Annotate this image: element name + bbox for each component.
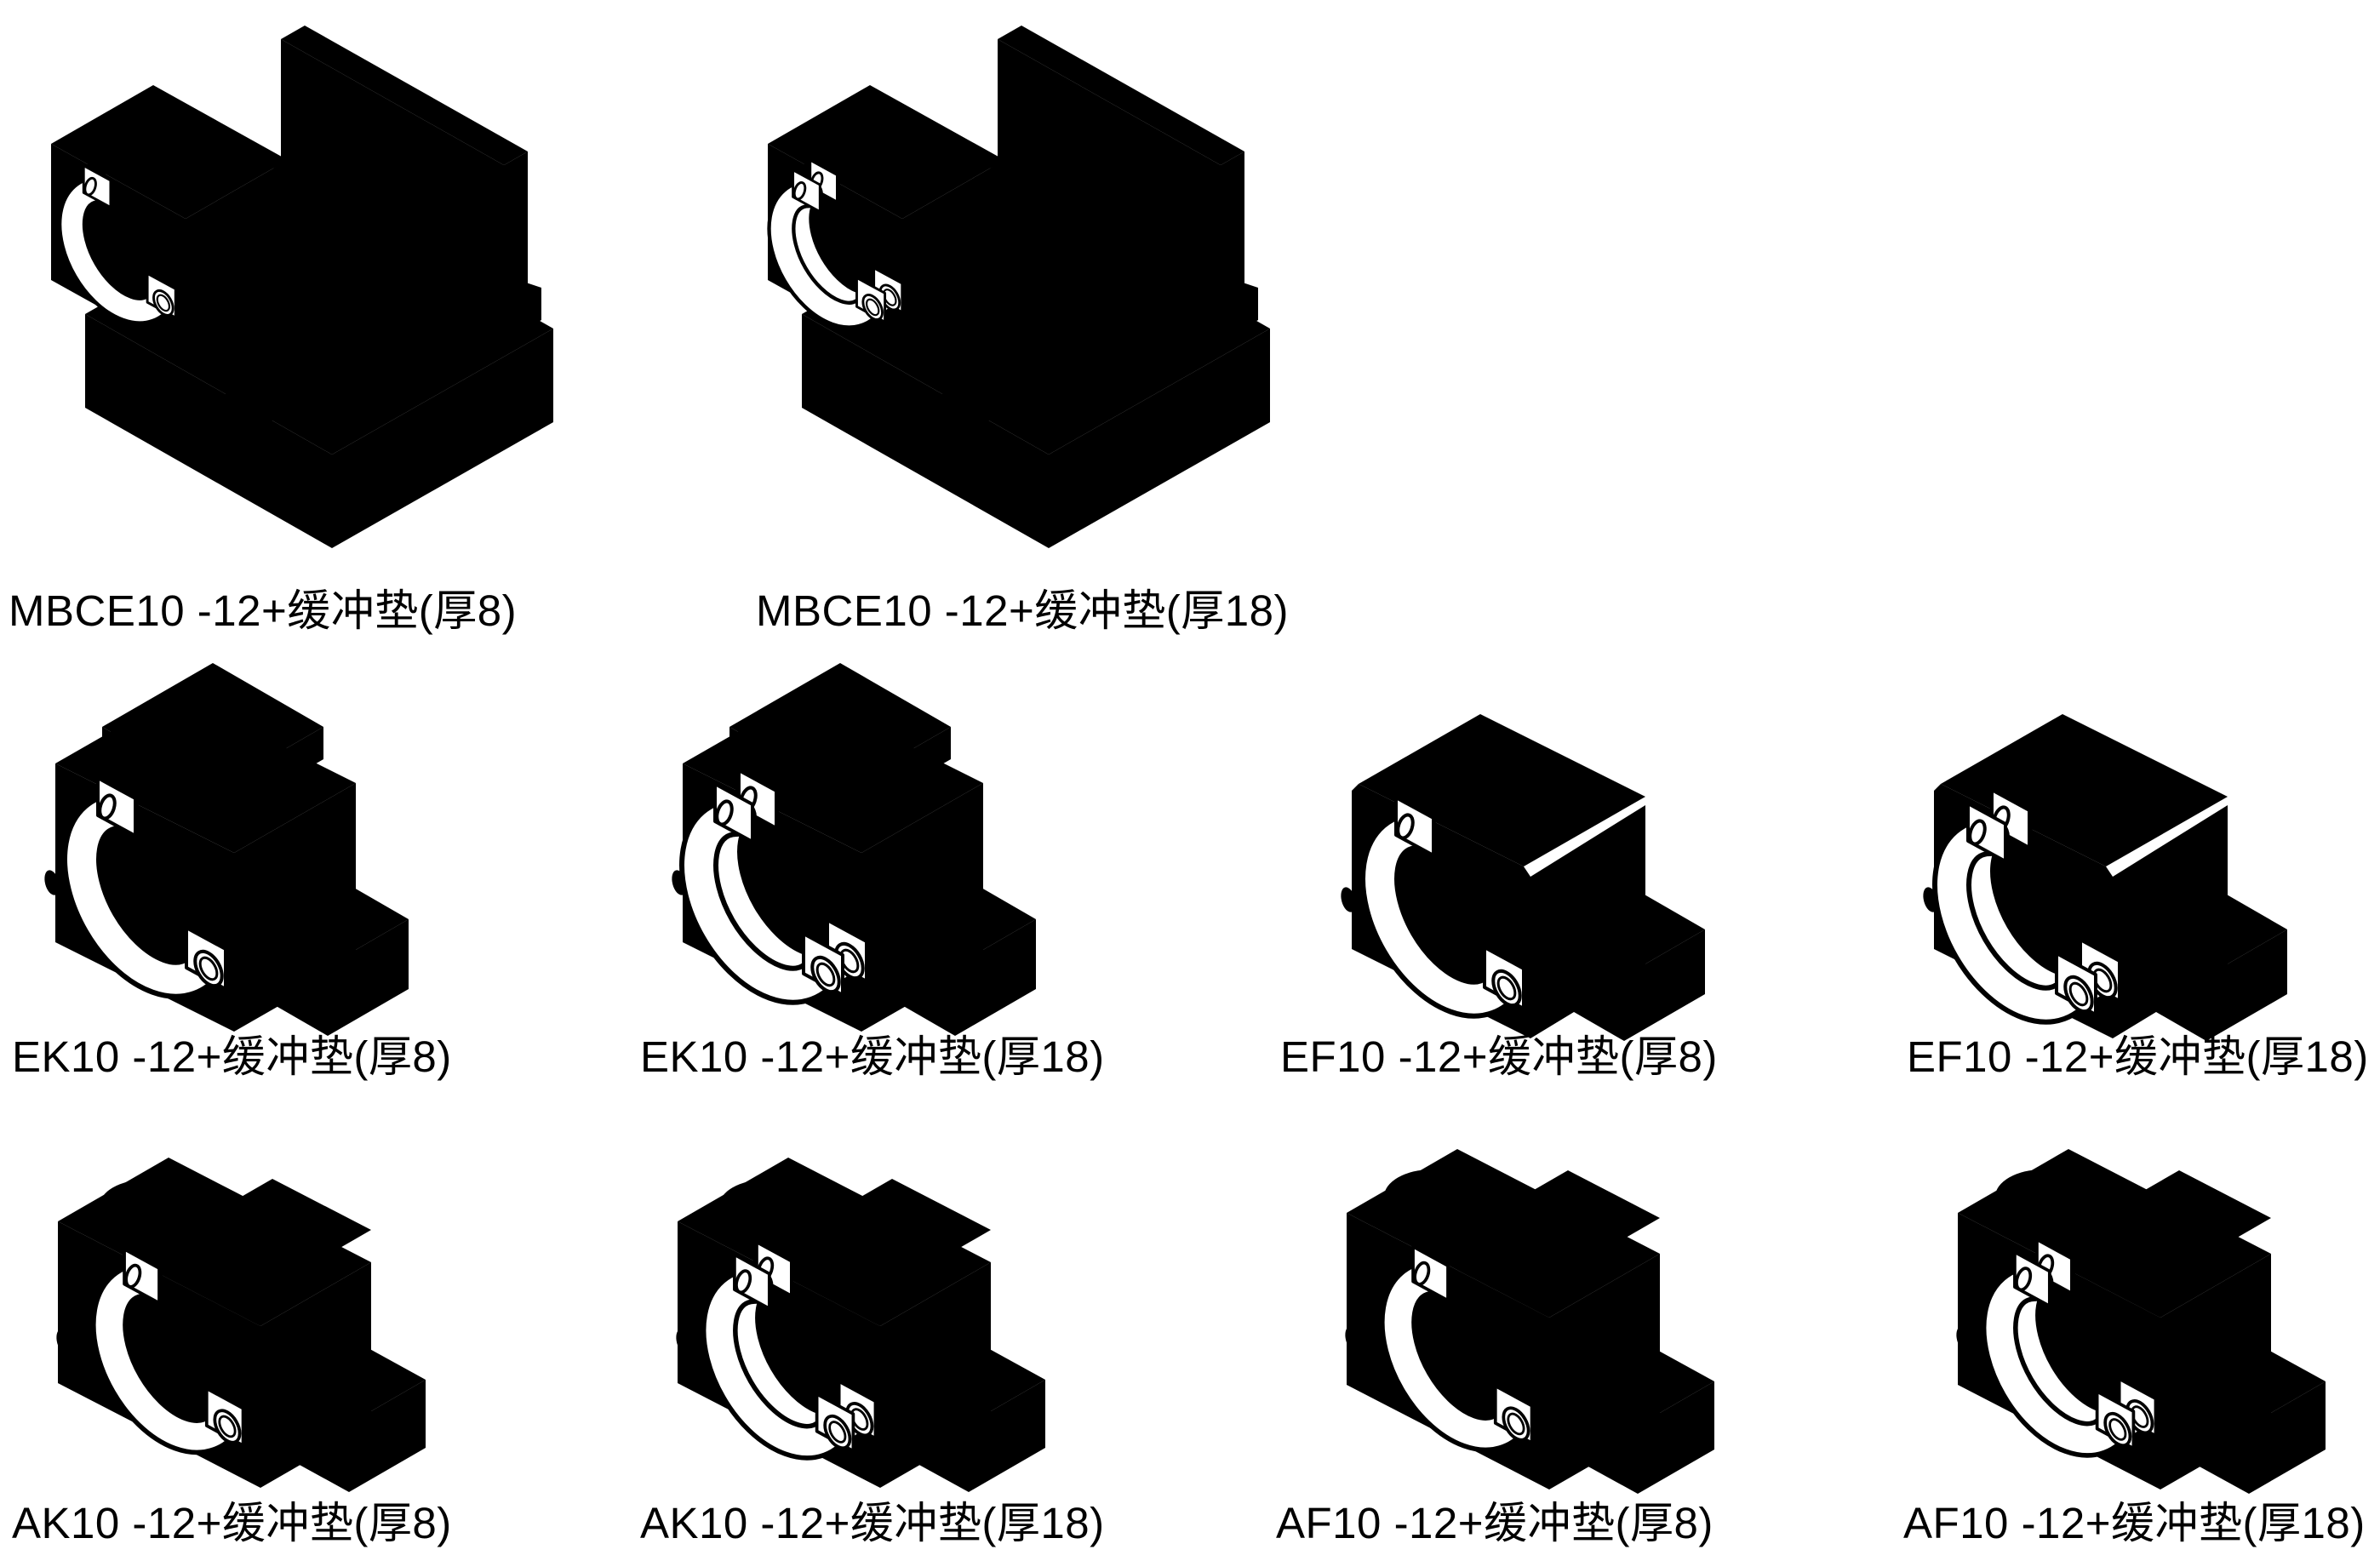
figure-caption-mbce10-pad18: MBCE10 -12+缓冲垫(厚18)	[756, 586, 1289, 635]
ak10-pad8-drawing	[54, 1158, 426, 1492]
ak10-pad18-drawing	[673, 1158, 1045, 1492]
figure-caption-ek10-pad8: EK10 -12+缓冲垫(厚8)	[12, 1032, 452, 1081]
ef10-pad8-drawing	[1338, 714, 1705, 1041]
figure-caption-mbce10-pad8: MBCE10 -12+缓冲垫(厚8)	[9, 586, 518, 635]
mbce10-pad18-drawing	[768, 26, 1270, 548]
af10-pad8-drawing	[1342, 1149, 1714, 1494]
ek10-pad18-drawing	[669, 663, 1036, 1036]
ek10-pad8-drawing	[42, 663, 409, 1036]
ak10-pad8-figure	[32, 1113, 509, 1501]
ek10-pad18-figure	[649, 660, 1125, 1047]
ek10-pad8-figure	[21, 660, 498, 1047]
af10-pad18-figure	[1932, 1113, 2380, 1501]
mbce10-pad18-figure	[717, 3, 1338, 580]
af10-pad18-drawing	[1954, 1149, 2326, 1494]
figure-caption-ek10-pad18: EK10 -12+缓冲垫(厚18)	[640, 1032, 1105, 1081]
figure-caption-ak10-pad8: AK10 -12+缓冲垫(厚8)	[12, 1499, 452, 1547]
ak10-pad18-figure	[652, 1113, 1129, 1501]
ef10-pad18-drawing	[1920, 714, 2287, 1041]
figure-caption-af10-pad18: AF10 -12+缓冲垫(厚18)	[1903, 1499, 2366, 1547]
figure-caption-ef10-pad8: EF10 -12+缓冲垫(厚8)	[1280, 1032, 1718, 1081]
ef10-pad8-figure	[1318, 660, 1794, 1047]
figure-caption-af10-pad8: AF10 -12+缓冲垫(厚8)	[1276, 1499, 1713, 1547]
figure-caption-ak10-pad18: AK10 -12+缓冲垫(厚18)	[640, 1499, 1105, 1547]
af10-pad8-figure	[1321, 1113, 1798, 1501]
mbce10-pad8-drawing	[51, 26, 553, 548]
mbce10-pad8-figure	[0, 3, 621, 580]
figure-caption-ef10-pad18: EF10 -12+缓冲垫(厚18)	[1907, 1032, 2369, 1081]
ef10-pad18-figure	[1900, 660, 2377, 1047]
